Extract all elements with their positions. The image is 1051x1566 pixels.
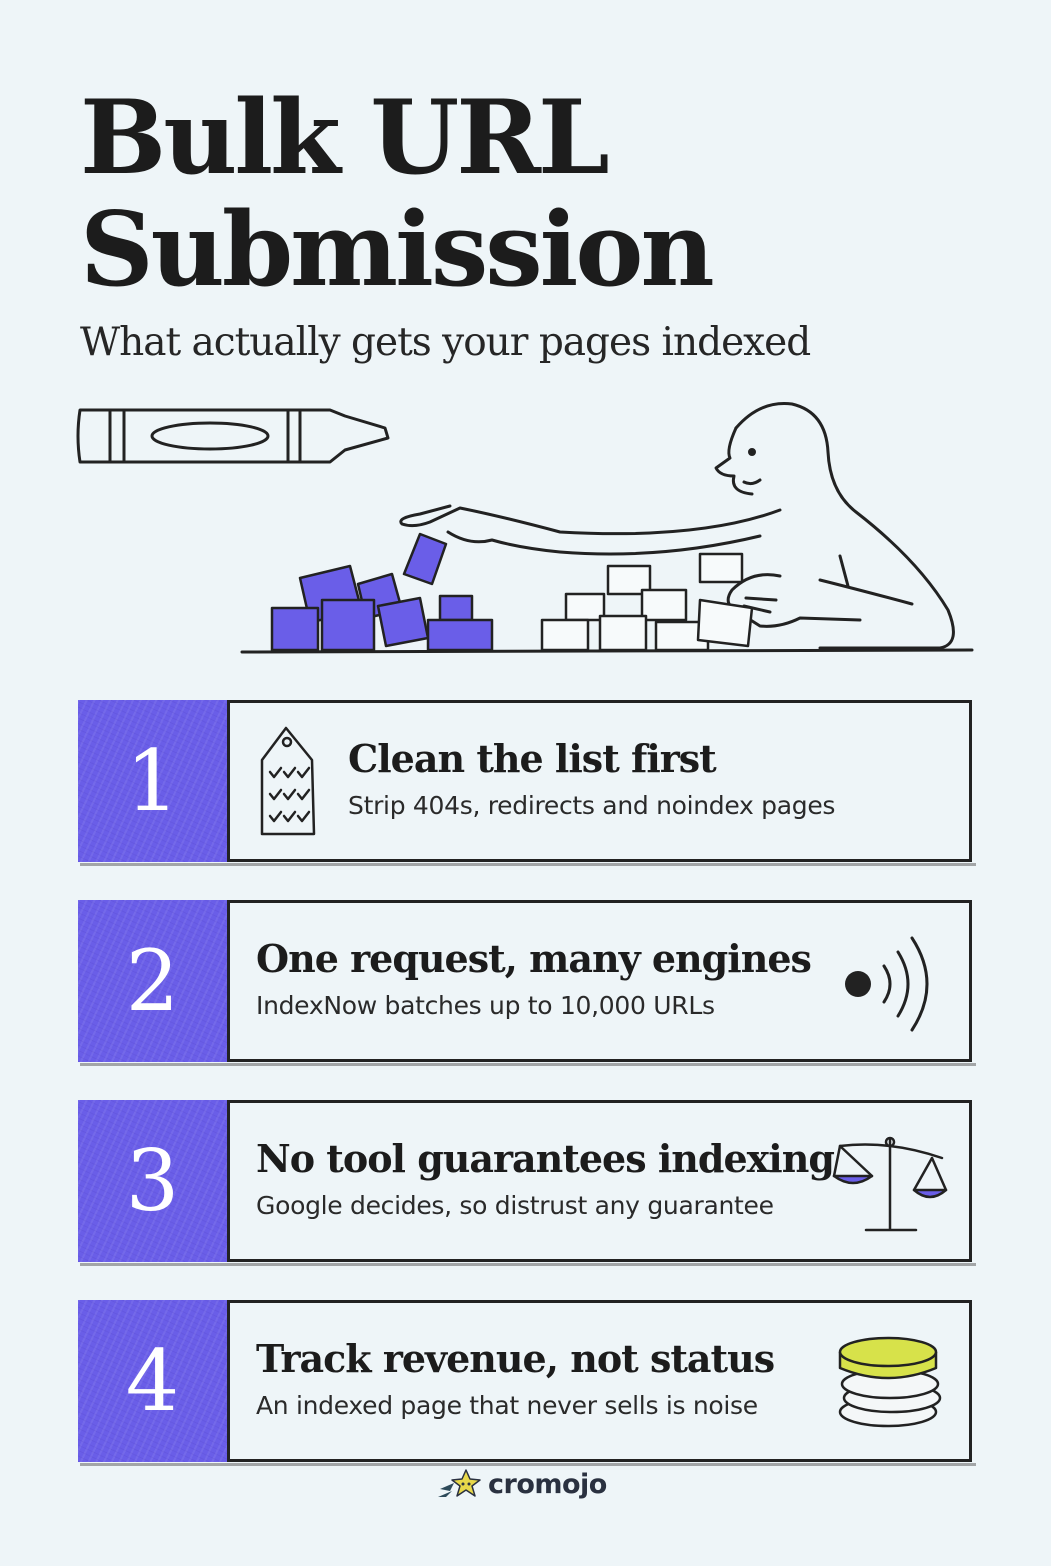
table-line [240,648,974,654]
step-card-1: 1 Clean the list first Strip 404s, redir… [78,700,976,866]
step-card-4: 4 Track revenue, not status An indexed p… [78,1300,976,1466]
step-card-3: 3 No tool guarantees indexing Google dec… [78,1100,976,1266]
step-description: IndexNow batches up to 10,000 URLs [256,991,715,1020]
brand-logo: cromojo [436,1466,607,1502]
step-card-2: 2 One request, many engines IndexNow bat… [78,900,976,1066]
step-number: 4 [78,1300,230,1462]
step-title: Clean the list first [348,736,717,781]
crayon-icon [76,408,390,464]
step-number: 1 [78,700,230,862]
star-logo-icon [438,1469,481,1497]
white-blocks [540,552,754,652]
step-title: Track revenue, not status [256,1336,775,1381]
coin-stack-icon [838,1336,942,1428]
step-number: 2 [78,900,230,1062]
page-title: Bulk URL Submission [80,82,980,306]
page-subtitle: What actually gets your pages indexed [80,320,811,365]
checklist-tag-icon [260,726,316,836]
page-title-line-1: Bulk URL [80,78,610,198]
brand-name: cromojo [488,1468,607,1500]
step-description: Strip 404s, redirects and noindex pages [348,791,836,820]
step-description: An indexed page that never sells is nois… [256,1391,758,1420]
step-number: 3 [78,1100,230,1262]
step-title: One request, many engines [256,936,812,981]
hero-illustration [76,402,974,654]
step-description: Google decides, so distrust any guarante… [256,1191,774,1220]
page-title-line-2: Submission [80,190,715,310]
balance-scale-icon [832,1136,948,1232]
purple-blocks [270,532,494,652]
broadcast-signal-icon [845,936,929,1032]
step-title: No tool guarantees indexing [256,1136,835,1181]
